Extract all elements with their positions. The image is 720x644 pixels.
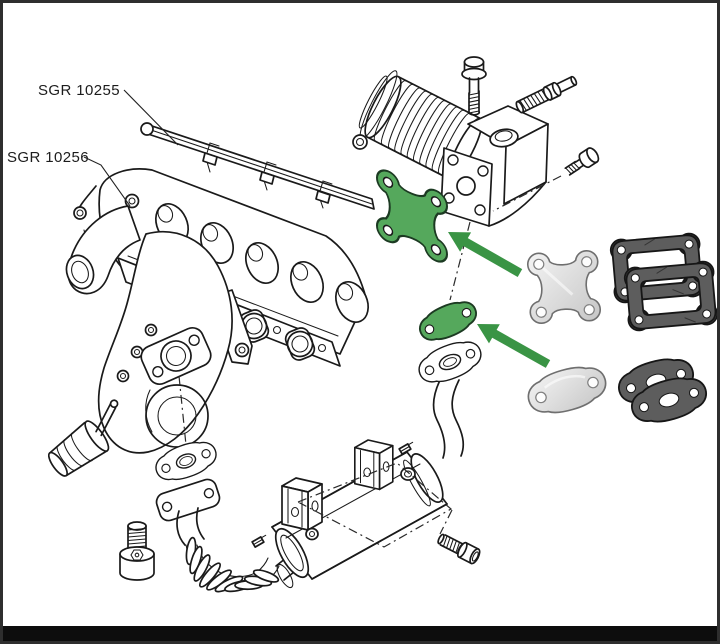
green-blockoff-plate-diamond	[413, 294, 483, 348]
engine-assembly	[47, 122, 487, 593]
highlighted-blockoff-plates	[375, 165, 551, 368]
flex-hose	[185, 536, 280, 593]
egr-valve-body	[440, 105, 549, 227]
label-sgr-10256: SGR 10256	[7, 149, 89, 166]
leader-line-bottom	[83, 156, 131, 207]
hose-clamp-screw-left	[251, 534, 267, 548]
turbo-egr-flange	[140, 326, 212, 386]
leader-line-top	[123, 89, 179, 146]
egr-valve-assembly	[352, 56, 600, 227]
egr-bolt-vertical	[461, 56, 487, 116]
cooler-bracket-right	[353, 439, 394, 491]
steel-blockoff-plate-diamond	[522, 358, 612, 422]
kit-parts	[522, 232, 719, 431]
steel-blockoff-plate-rect	[526, 249, 602, 325]
cooler-bolt	[437, 533, 481, 565]
highlight-arrow-top	[448, 232, 523, 277]
bottom-bar	[0, 626, 720, 644]
egr-stud	[515, 75, 578, 114]
egr-bolt-diagonal	[564, 147, 600, 176]
egr-feed-pipe	[155, 478, 305, 593]
socket-bolt	[119, 521, 155, 581]
highlight-arrow-bottom	[477, 324, 551, 368]
egr-cooler	[271, 377, 465, 580]
callouts: SGR 10255 SGR 10256	[7, 82, 179, 207]
turbo-outlet-gasket	[150, 434, 222, 488]
gasket-diamond-2	[626, 369, 712, 431]
turbocharger	[47, 193, 233, 477]
egr-valve-pipe-flange	[413, 333, 487, 391]
hose-clamp-screw-right	[398, 441, 414, 455]
green-blockoff-plate-rect	[375, 165, 449, 267]
gasket-rect-2	[623, 260, 719, 332]
label-sgr-10255: SGR 10255	[38, 82, 120, 99]
fuel-rail	[140, 122, 375, 210]
wastegate-actuator	[47, 399, 119, 477]
